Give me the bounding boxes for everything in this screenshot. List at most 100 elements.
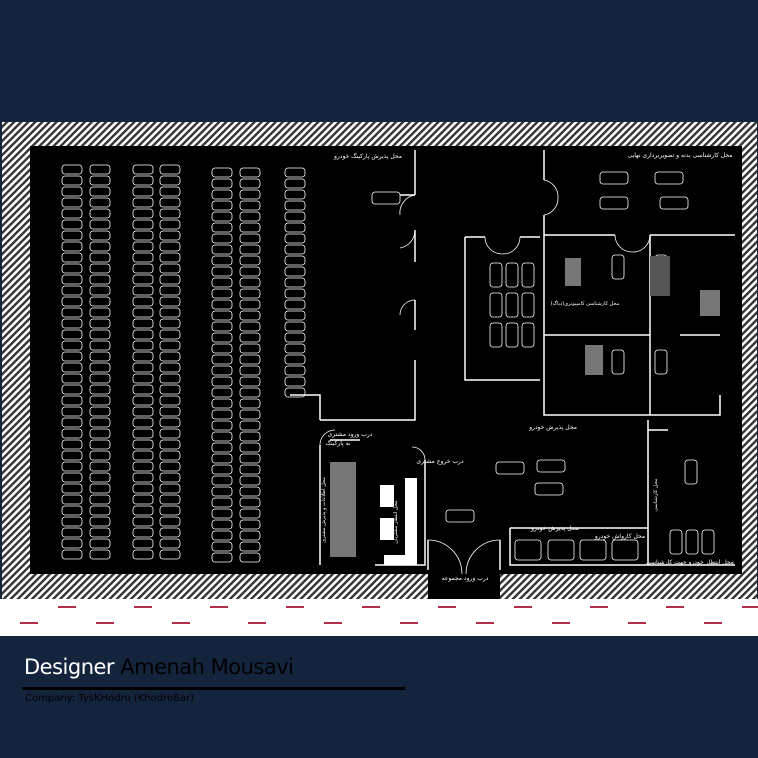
car-symbol <box>284 211 306 222</box>
car-symbol <box>132 373 154 384</box>
floor-area <box>30 146 742 574</box>
car-symbol <box>159 395 181 406</box>
interior-walls <box>290 150 735 570</box>
road-arrow <box>514 606 532 608</box>
car-symbol <box>159 285 181 296</box>
car-symbol <box>89 373 111 384</box>
car-symbol <box>579 539 607 561</box>
car-symbol <box>89 318 111 329</box>
divider <box>22 687 405 690</box>
car-symbol <box>505 292 519 318</box>
car-symbol <box>61 549 83 560</box>
car-symbol <box>61 164 83 175</box>
car-symbol <box>611 349 625 375</box>
car-symbol <box>211 541 233 552</box>
car-symbol <box>159 373 181 384</box>
car-symbol <box>239 398 261 409</box>
car-symbol <box>61 384 83 395</box>
car-symbol <box>211 453 233 464</box>
car-symbol <box>159 351 181 362</box>
car-symbol <box>132 230 154 241</box>
road-arrow <box>666 606 684 608</box>
car-symbol <box>159 175 181 186</box>
car-symbol <box>89 516 111 527</box>
car-symbol <box>159 186 181 197</box>
car-symbol <box>284 178 306 189</box>
car-symbol <box>132 428 154 439</box>
car-symbol <box>132 274 154 285</box>
car-symbol <box>159 450 181 461</box>
car-symbol <box>61 285 83 296</box>
car-symbol <box>132 208 154 219</box>
car-symbol <box>211 409 233 420</box>
car-symbol <box>61 527 83 538</box>
road-arrow <box>476 622 494 624</box>
car-symbol <box>89 208 111 219</box>
car-symbol <box>239 200 261 211</box>
car-symbol <box>284 365 306 376</box>
road-arrow <box>590 606 608 608</box>
car-symbol <box>211 486 233 497</box>
car-symbol <box>159 307 181 318</box>
car-symbol <box>61 263 83 274</box>
car-symbol <box>89 428 111 439</box>
car-symbol <box>211 431 233 442</box>
car-symbol <box>611 254 625 280</box>
car-symbol <box>132 186 154 197</box>
car-symbol <box>159 406 181 417</box>
car-symbol <box>239 431 261 442</box>
car-symbol <box>599 171 629 185</box>
car-symbol <box>211 211 233 222</box>
car-symbol <box>89 285 111 296</box>
car-symbol <box>159 461 181 472</box>
car-symbol <box>495 461 525 475</box>
car-symbol <box>685 529 699 555</box>
designer-name: Amenah Mousavi <box>120 655 294 679</box>
car-symbol <box>159 241 181 252</box>
car-symbol <box>159 538 181 549</box>
car-symbol <box>211 365 233 376</box>
car-symbol <box>61 274 83 285</box>
car-symbol <box>61 219 83 230</box>
car-symbol <box>132 219 154 230</box>
floor-plan: محل پذیرش پارکینگ خودرو محل کارشناسی بدن… <box>0 122 758 636</box>
car-symbol <box>211 376 233 387</box>
car-symbol <box>284 244 306 255</box>
car-symbol <box>211 310 233 321</box>
car-symbol <box>211 387 233 398</box>
car-symbol <box>239 332 261 343</box>
car-symbol <box>132 472 154 483</box>
car-symbol <box>159 329 181 340</box>
car-symbol <box>159 384 181 395</box>
car-symbol <box>211 189 233 200</box>
car-symbol <box>61 241 83 252</box>
road-arrow <box>704 622 722 624</box>
car-symbol <box>284 299 306 310</box>
car-symbol <box>211 497 233 508</box>
car-symbol <box>547 539 575 561</box>
road-arrow <box>210 606 228 608</box>
road-arrow <box>362 606 380 608</box>
car-symbol <box>61 351 83 362</box>
car-symbol <box>489 262 503 288</box>
car-symbol <box>132 362 154 373</box>
car-symbol <box>514 539 542 561</box>
label-parking-reception: محل پذیرش پارکینگ خودرو <box>333 152 402 160</box>
car-symbol <box>61 439 83 450</box>
car-symbol <box>239 464 261 475</box>
car-symbol <box>61 318 83 329</box>
car-symbol <box>239 167 261 178</box>
road-arrow <box>552 622 570 624</box>
road-arrow <box>134 606 152 608</box>
car-symbol <box>89 274 111 285</box>
car-symbol <box>132 252 154 263</box>
car-symbol <box>89 450 111 461</box>
car-symbol <box>211 244 233 255</box>
label-complex-entrance: درب ورود مجموعه <box>442 575 489 582</box>
car-symbol <box>371 191 401 205</box>
car-symbol <box>654 171 684 185</box>
car-symbol <box>159 527 181 538</box>
car-symbol <box>61 252 83 263</box>
car-symbol <box>284 167 306 178</box>
car-symbol <box>239 453 261 464</box>
